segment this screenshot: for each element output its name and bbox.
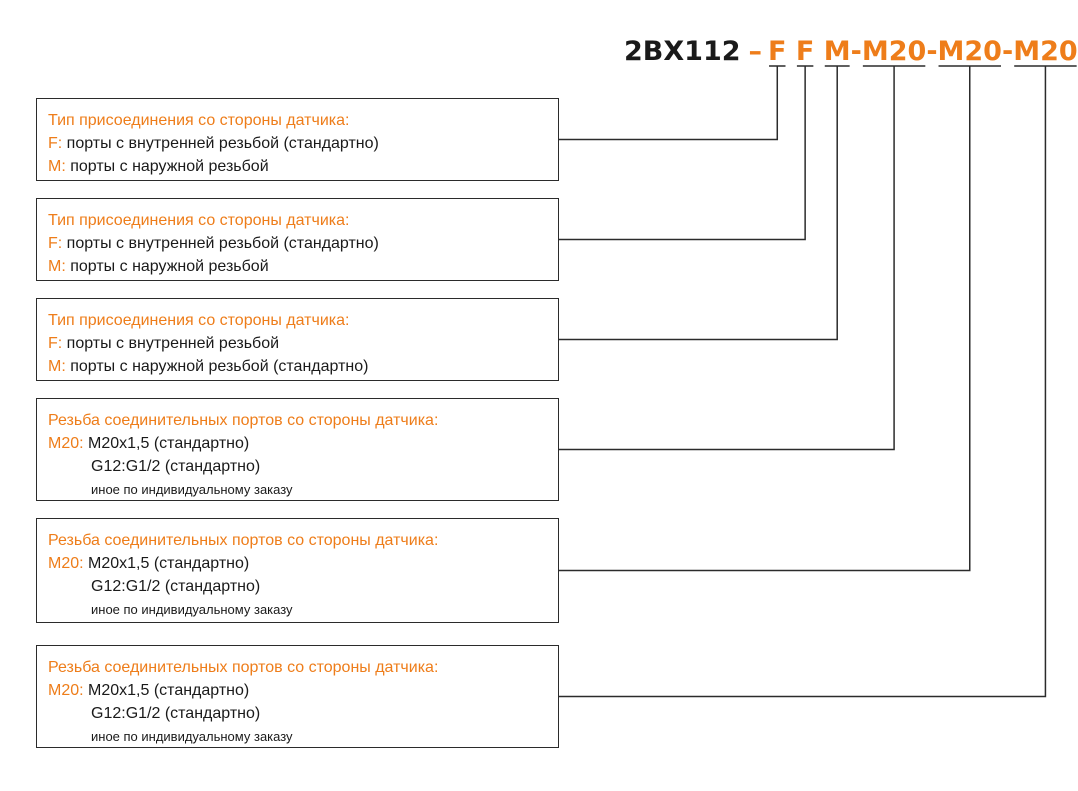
option-line: M: порты с наружной резьбой (стандартно)	[48, 355, 558, 378]
segment-connector	[559, 66, 838, 341]
option-line: F: порты с внутренней резьбой (стандартн…	[48, 132, 558, 155]
option-key: M:	[48, 358, 66, 375]
option-line: M20: M20x1,5 (стандартно)	[48, 552, 558, 575]
box-title: Резьба соединительных портов со стороны …	[48, 532, 439, 549]
option-box-connection-2: Тип присоединения со стороны датчика: F:…	[36, 198, 559, 281]
code-dash: –	[748, 36, 763, 67]
code-separator: -	[1001, 36, 1014, 67]
segment-connector	[559, 66, 779, 141]
option-line: F: порты с внутренней резьбой	[48, 332, 558, 355]
box-title: Тип присоединения со стороны датчика:	[48, 312, 350, 329]
option-key: M20:	[48, 435, 84, 452]
option-text: M20x1,5 (стандартно)	[88, 555, 250, 572]
option-text: порты с наружной резьбой	[70, 158, 269, 175]
option-text: порты с внутренней резьбой (стандартно)	[66, 235, 379, 252]
option-line: M: порты с наружной резьбой	[48, 255, 558, 278]
option-line: G12:G1/2 (стандартно)	[91, 458, 261, 475]
option-box-thread-3: Резьба соединительных портов со стороны …	[36, 645, 559, 748]
option-line: G12:G1/2 (стандартно)	[91, 705, 261, 722]
option-text: порты с внутренней резьбой	[66, 335, 280, 352]
segment-connector	[559, 66, 1047, 698]
option-box-thread-1: Резьба соединительных портов со стороны …	[36, 398, 559, 501]
code-segment-sensor-connection-1: F	[768, 36, 787, 67]
option-key: M20:	[48, 682, 84, 699]
order-code: 2BX112–F F M-M20-M20-M20	[624, 32, 1078, 72]
box-title: Тип присоединения со стороны датчика:	[48, 212, 350, 229]
option-key: M:	[48, 258, 66, 275]
option-text: M20x1,5 (стандартно)	[88, 682, 250, 699]
option-text: порты с наружной резьбой (стандартно)	[70, 358, 369, 375]
option-box-thread-2: Резьба соединительных портов со стороны …	[36, 518, 559, 623]
option-note: иное по индивидуальному заказу	[91, 729, 293, 744]
option-note: иное по индивидуальному заказу	[91, 482, 293, 497]
option-note: иное по индивидуальному заказу	[91, 602, 293, 617]
box-title: Резьба соединительных портов со стороны …	[48, 412, 439, 429]
code-prefix: 2BX112	[624, 36, 741, 67]
option-line: F: порты с внутренней резьбой (стандартн…	[48, 232, 558, 255]
code-segment-thread-2: M20	[937, 36, 1002, 67]
segment-connector	[559, 66, 806, 241]
option-text: M20x1,5 (стандартно)	[88, 435, 250, 452]
option-key: F:	[48, 135, 63, 152]
option-key: F:	[48, 235, 63, 252]
option-line: M20: M20x1,5 (стандартно)	[48, 432, 558, 455]
code-separator: -	[850, 36, 862, 67]
option-box-connection-3: Тип присоединения со стороны датчика: F:…	[36, 298, 559, 381]
option-key: F:	[48, 335, 63, 352]
option-box-connection-1: Тип присоединения со стороны датчика: F:…	[36, 98, 559, 181]
option-line: M20: M20x1,5 (стандартно)	[48, 679, 558, 702]
code-segment-sensor-connection-3: M	[823, 36, 851, 67]
code-segment-thread-3: M20	[1013, 36, 1078, 67]
box-title: Тип присоединения со стороны датчика:	[48, 112, 350, 129]
option-key: M:	[48, 158, 66, 175]
option-text: порты с наружной резьбой	[70, 258, 269, 275]
option-line: G12:G1/2 (стандартно)	[91, 578, 261, 595]
connector-lines	[559, 65, 1077, 698]
segment-connector	[559, 66, 971, 572]
segment-connector	[559, 66, 895, 451]
code-segment-thread-1: M20	[861, 36, 927, 67]
box-title: Резьба соединительных портов со стороны …	[48, 659, 439, 676]
option-key: M20:	[48, 555, 84, 572]
option-line: M: порты с наружной резьбой	[48, 155, 558, 178]
code-separator: -	[926, 36, 938, 67]
option-text: порты с внутренней резьбой (стандартно)	[66, 135, 379, 152]
code-segment-sensor-connection-2: F	[795, 36, 815, 67]
